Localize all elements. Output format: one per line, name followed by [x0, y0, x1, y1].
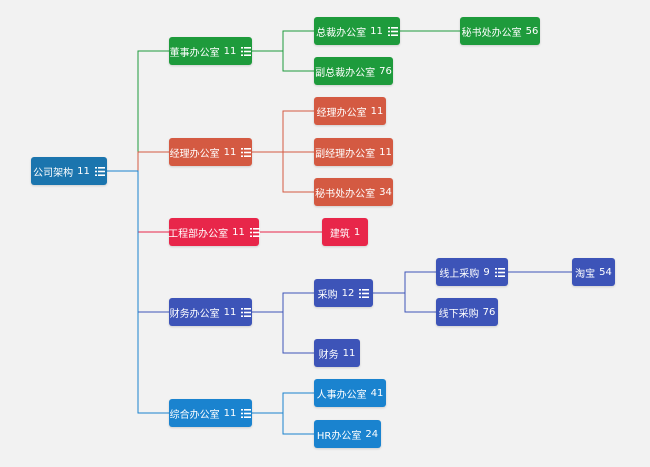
- node-label: 经理办公室: [169, 148, 220, 160]
- node-count: 54: [599, 266, 612, 278]
- node-count: 11: [379, 146, 392, 158]
- node-count: 41: [370, 387, 384, 399]
- menu-list-icon[interactable]: [94, 166, 105, 176]
- menu-list-icon[interactable]: [241, 307, 252, 317]
- connector-line: [107, 170, 169, 414]
- node-label: 综合办公室: [169, 409, 220, 421]
- node-label: 总裁办公室: [316, 27, 367, 39]
- node-count: 9: [483, 266, 490, 278]
- node-label: 线下采购: [438, 308, 479, 320]
- node-count: 24: [365, 428, 379, 440]
- menu-list-icon[interactable]: [249, 227, 260, 237]
- menu-list-icon[interactable]: [494, 267, 505, 277]
- connector-line: [252, 292, 314, 313]
- menu-list-icon[interactable]: [387, 26, 398, 36]
- node-label: 淘宝: [575, 268, 596, 280]
- connector-line: [252, 30, 314, 52]
- menu-list-icon[interactable]: [241, 408, 252, 418]
- node-label: 经理办公室: [316, 107, 367, 119]
- node-label: 董事办公室: [169, 47, 220, 59]
- connector-line: [252, 151, 314, 193]
- node-count: 11: [223, 306, 237, 318]
- node-count: 56: [525, 25, 539, 37]
- node-label: HR办公室: [316, 430, 362, 442]
- node-count: 11: [342, 347, 356, 359]
- node-label: 财务办公室: [169, 308, 220, 320]
- connector-line: [373, 292, 436, 313]
- node-label: 人事办公室: [316, 389, 367, 401]
- node-count: 11: [223, 146, 237, 158]
- node-count: 76: [379, 65, 392, 77]
- node-label: 副经理办公室: [315, 148, 376, 160]
- node-label: 采购: [317, 289, 338, 301]
- node-count: 34: [379, 186, 392, 198]
- node-label: 公司架构: [33, 167, 74, 179]
- node-label: 建筑: [329, 228, 350, 240]
- connector-line: [373, 271, 436, 294]
- node-label: 工程部办公室: [168, 228, 229, 240]
- node-count: 11: [370, 25, 383, 37]
- node-count: 11: [223, 45, 237, 57]
- node-count: 11: [223, 407, 237, 419]
- connector-line: [252, 311, 314, 354]
- menu-list-icon[interactable]: [241, 46, 252, 56]
- node-label: 秘书处办公室: [461, 27, 522, 39]
- menu-list-icon[interactable]: [241, 147, 252, 157]
- node-label: 副总裁办公室: [315, 67, 376, 79]
- node-count: 76: [482, 306, 496, 318]
- menu-list-icon[interactable]: [359, 288, 370, 298]
- node-count: 12: [341, 287, 355, 299]
- node-label: 线上采购: [439, 268, 480, 280]
- connector-line: [107, 151, 169, 172]
- connector-line: [252, 412, 314, 435]
- node-label: 财务: [318, 349, 339, 361]
- node-count: 11: [232, 226, 245, 238]
- node-count: 1: [353, 226, 361, 238]
- connector-line: [252, 392, 314, 414]
- connector-line: [252, 50, 314, 72]
- connector-line: [252, 110, 314, 153]
- node-count: 11: [77, 165, 90, 177]
- node-count: 11: [370, 105, 384, 117]
- node-label: 秘书处办公室: [315, 188, 376, 200]
